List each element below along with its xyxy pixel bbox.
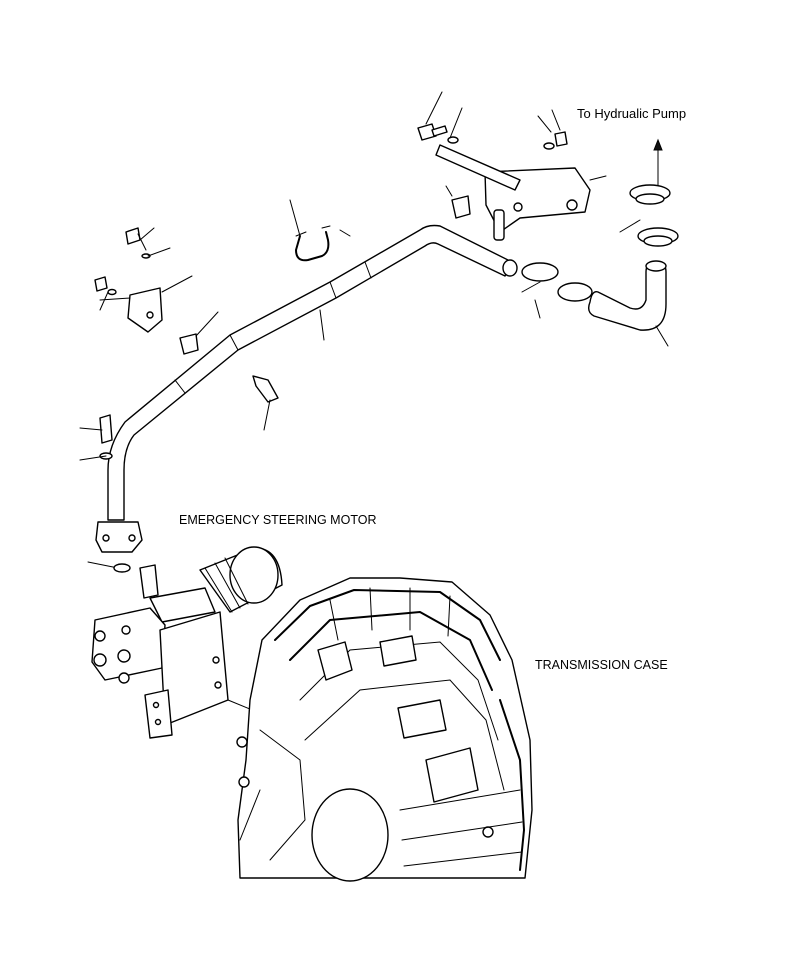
hydraulic-pump-label: To Hydrualic Pump (577, 106, 687, 121)
left-clip (94, 227, 199, 355)
bolt-top-left (417, 123, 568, 150)
hose-clamps (521, 184, 679, 302)
u-bolt (295, 225, 331, 262)
emergency-steering-motor (91, 546, 283, 739)
emergency-steering-motor-label: EMERGENCY STEERING MOTOR (179, 513, 377, 527)
pump-hose (587, 260, 667, 331)
steering-pipe (95, 224, 518, 553)
pipe-clip-mid (252, 375, 279, 403)
transmission-case-label: TRANSMISSION CASE (535, 658, 668, 672)
pipe-bracket (435, 144, 591, 241)
transmission-case (236, 577, 533, 882)
o-ring (113, 563, 131, 573)
up-arrow (653, 138, 663, 186)
leader-lines (79, 91, 669, 715)
